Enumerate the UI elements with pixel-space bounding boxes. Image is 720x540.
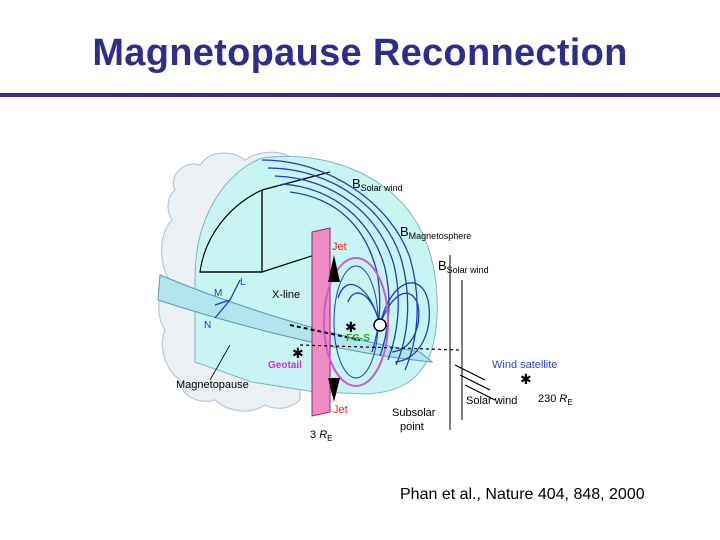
solar-wind-arrows — [454, 364, 496, 401]
label-distance-far: 230 RE — [538, 393, 573, 407]
label-axis-n: N — [204, 320, 211, 331]
jet-arrow-up — [328, 255, 340, 282]
wind-satellite-icon: ✱ — [520, 371, 532, 387]
label-subsolar-2: point — [400, 421, 424, 433]
label-solar-wind: Solar wind — [466, 395, 517, 407]
jet-band — [311, 227, 331, 417]
label-fgs: FG-S — [346, 333, 370, 344]
label-axis-m: M — [214, 288, 222, 299]
jet-arrow-down — [328, 378, 340, 402]
citation: Phan et al., Nature 404, 848, 2000 — [400, 486, 645, 503]
earth-icon — [373, 318, 387, 332]
label-geotail: Geotail — [268, 360, 302, 371]
reconnection-loop — [323, 257, 389, 387]
label-distance-near: 3 RE — [310, 429, 332, 443]
label-x-line: X-line — [272, 289, 300, 301]
magnetopause-pointer — [209, 344, 231, 381]
x-line — [289, 324, 361, 341]
slide-title: Magnetopause Reconnection — [92, 32, 628, 74]
right-guide-lines — [449, 255, 463, 430]
label-b-magnetosphere: BMagnetosphere — [400, 224, 471, 241]
label-b-solar-wind-top: BSolar wind — [352, 176, 403, 193]
label-wind-satellite: Wind satellite — [492, 359, 557, 371]
fgs-satellite-icon: ✱ — [345, 319, 357, 335]
title-underline — [0, 93, 720, 97]
lmn-axes — [214, 279, 241, 319]
label-b-solar-wind-right: BSolar wind — [438, 258, 489, 275]
label-subsolar-1: Subsolar — [392, 407, 436, 419]
label-axis-l: L — [240, 277, 246, 288]
sun-earth-line — [299, 344, 461, 351]
magnetopause-surface — [157, 274, 434, 363]
label-jet-top: Jet — [332, 241, 347, 253]
label-jet-bottom: Jet — [333, 404, 348, 416]
geotail-satellite-icon: ✱ — [292, 345, 304, 361]
label-magnetopause: Magnetopause — [176, 379, 249, 391]
